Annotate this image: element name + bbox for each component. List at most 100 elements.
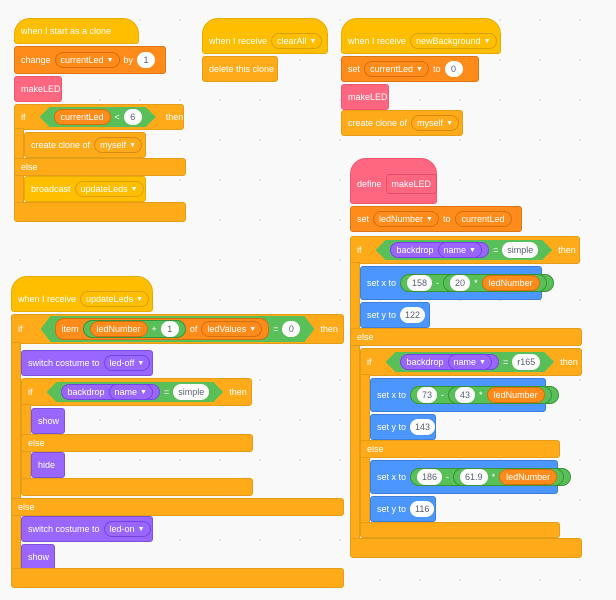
- number-input[interactable]: 0: [444, 61, 463, 77]
- property-dropdown[interactable]: name▼: [109, 384, 153, 400]
- text-input[interactable]: simple: [502, 242, 538, 258]
- variable-reporter[interactable]: ledNumber: [486, 387, 545, 403]
- else-label-bar: else: [360, 440, 560, 458]
- list-dropdown[interactable]: ledValues▼: [201, 321, 262, 337]
- makeled-call-block[interactable]: makeLED: [14, 76, 62, 102]
- less-than-operator[interactable]: currentLed < 6: [40, 107, 156, 127]
- number-input[interactable]: 1: [161, 321, 179, 337]
- number-input[interactable]: 20: [450, 275, 471, 291]
- set-x-block[interactable]: set x to 73 - 43 * ledNumber: [370, 378, 559, 412]
- switch-costume-block[interactable]: switch costume to led-off▼: [21, 350, 153, 376]
- variable-reporter[interactable]: ledNumber: [499, 469, 558, 485]
- equals-operator[interactable]: backdrop name▼ = simple: [376, 240, 553, 260]
- show-block[interactable]: show: [31, 408, 65, 434]
- property-dropdown[interactable]: name▼: [448, 354, 492, 370]
- chevron-down-icon: ▼: [106, 56, 114, 64]
- variable-reporter[interactable]: currentLed: [54, 109, 111, 125]
- equals-operator[interactable]: item ledNumber + 1 of ledValues▼ = 0: [41, 316, 315, 342]
- define-makeled-hat[interactable]: define makeLED: [350, 158, 438, 204]
- number-input[interactable]: 158: [407, 275, 433, 291]
- message-dropdown[interactable]: newBackground▼: [410, 33, 497, 49]
- number-input[interactable]: 186: [417, 469, 443, 485]
- broadcast-dropdown[interactable]: updateLeds▼: [74, 181, 144, 197]
- number-input[interactable]: 43: [455, 387, 476, 403]
- chevron-down-icon: ▼: [137, 525, 145, 533]
- variable-dropdown[interactable]: ledNumber▼: [373, 211, 439, 227]
- add-operator[interactable]: ledNumber + 1: [83, 320, 186, 338]
- costume-dropdown[interactable]: led-off▼: [103, 355, 151, 371]
- set-x-block[interactable]: set x to 158 - 20 * ledNumber: [360, 266, 554, 300]
- if-else-block-inner[interactable]: if backdrop name▼ = r165 then: [360, 348, 582, 376]
- set-x-block[interactable]: set x to 186 - 61.9 * ledNumber: [370, 460, 572, 494]
- set-y-block[interactable]: set y to 143: [370, 414, 436, 440]
- equals-operator[interactable]: backdrop name▼ = r165: [386, 352, 555, 372]
- backdrop-reporter[interactable]: backdrop name▼: [61, 384, 160, 400]
- text-input[interactable]: simple: [173, 384, 209, 400]
- variable-reporter[interactable]: ledNumber: [481, 275, 540, 291]
- number-input[interactable]: 6: [124, 109, 142, 125]
- multiply-operator[interactable]: 43 * ledNumber: [448, 386, 552, 404]
- outer-if-end-bar: [350, 538, 582, 558]
- equals-operator[interactable]: backdrop name▼ = simple: [47, 382, 224, 402]
- number-input[interactable]: 61.9: [460, 469, 488, 485]
- inner-if-end-bar: [360, 522, 560, 538]
- variable-dropdown[interactable]: currentLed▼: [54, 52, 120, 68]
- set-variable-block[interactable]: set currentLed▼ to 0: [341, 56, 479, 82]
- makeled-call-block[interactable]: makeLED: [341, 84, 389, 110]
- item-of-list-reporter[interactable]: item ledNumber + 1 of ledValues▼: [55, 318, 270, 340]
- clone-target-dropdown[interactable]: myself▼: [94, 137, 142, 153]
- if-else-block[interactable]: if item ledNumber + 1 of ledValues▼ = 0 …: [11, 314, 344, 344]
- hat-when-receive-newbackground[interactable]: when I receive newBackground▼: [341, 18, 501, 54]
- backdrop-reporter[interactable]: backdrop name▼: [400, 354, 499, 370]
- custom-block-label: makeLED: [385, 174, 438, 194]
- backdrop-reporter[interactable]: backdrop name▼: [390, 242, 489, 258]
- number-input[interactable]: 73: [417, 387, 438, 403]
- set-y-block[interactable]: set y to 122: [360, 302, 430, 328]
- broadcast-block[interactable]: broadcast updateLeds▼: [24, 176, 146, 202]
- chevron-down-icon: ▼: [469, 246, 476, 254]
- inner-if-end-bar: [21, 478, 253, 496]
- show-block[interactable]: show: [21, 544, 55, 570]
- else-label-bar: else: [21, 434, 253, 452]
- number-input[interactable]: 122: [400, 307, 426, 323]
- subtract-operator[interactable]: 186 - 61.9 * ledNumber: [410, 468, 572, 486]
- message-dropdown[interactable]: clearAll▼: [271, 33, 323, 49]
- if-end-bar: [11, 568, 344, 588]
- text-input[interactable]: r165: [512, 354, 540, 370]
- multiply-operator[interactable]: 61.9 * ledNumber: [453, 468, 565, 486]
- subtract-operator[interactable]: 73 - 43 * ledNumber: [410, 386, 559, 404]
- set-variable-block[interactable]: set ledNumber▼ to currentLed: [350, 206, 522, 232]
- inner-if-else-block[interactable]: if backdrop name▼ = simple then: [21, 378, 252, 406]
- property-dropdown[interactable]: name▼: [438, 242, 482, 258]
- create-clone-block[interactable]: create clone of myself▼: [341, 110, 463, 136]
- clone-target-dropdown[interactable]: myself▼: [411, 115, 459, 131]
- chevron-down-icon: ▼: [416, 65, 423, 73]
- chevron-down-icon: ▼: [446, 119, 453, 127]
- hat-when-receive-updateleds[interactable]: when I receive updateLeds▼: [11, 276, 153, 312]
- message-dropdown[interactable]: updateLeds▼: [80, 291, 150, 307]
- variable-reporter[interactable]: currentLed: [454, 211, 512, 227]
- chevron-down-icon: ▼: [426, 215, 433, 223]
- variable-dropdown[interactable]: currentLed▼: [364, 61, 429, 77]
- multiply-operator[interactable]: 20 * ledNumber: [443, 274, 547, 292]
- else-label-bar: else: [11, 498, 344, 516]
- variable-reporter[interactable]: ledNumber: [90, 321, 148, 337]
- hat-when-receive-clearall[interactable]: when I receive clearAll▼: [202, 18, 328, 54]
- number-input[interactable]: 143: [410, 419, 435, 435]
- costume-dropdown[interactable]: led-on▼: [103, 521, 151, 537]
- hide-block[interactable]: hide: [31, 452, 65, 478]
- create-clone-block[interactable]: create clone of myself▼: [24, 132, 146, 158]
- hat-when-start-as-clone[interactable]: when I start as a clone: [14, 18, 139, 44]
- chevron-down-icon: ▼: [129, 141, 136, 149]
- number-input[interactable]: 116: [410, 501, 435, 517]
- delete-clone-block[interactable]: delete this clone: [202, 56, 278, 82]
- switch-costume-block[interactable]: switch costume to led-on▼: [21, 516, 153, 542]
- number-input[interactable]: 1: [137, 52, 156, 68]
- if-arm: [11, 342, 21, 572]
- if-else-block[interactable]: if currentLed < 6 then: [14, 104, 184, 130]
- change-by-block[interactable]: change currentLed▼ by 1: [14, 46, 166, 74]
- subtract-operator[interactable]: 158 - 20 * ledNumber: [400, 274, 554, 292]
- if-else-block-outer[interactable]: if backdrop name▼ = simple then: [350, 236, 580, 264]
- set-y-block[interactable]: set y to 116: [370, 496, 436, 522]
- number-input[interactable]: 0: [282, 321, 300, 337]
